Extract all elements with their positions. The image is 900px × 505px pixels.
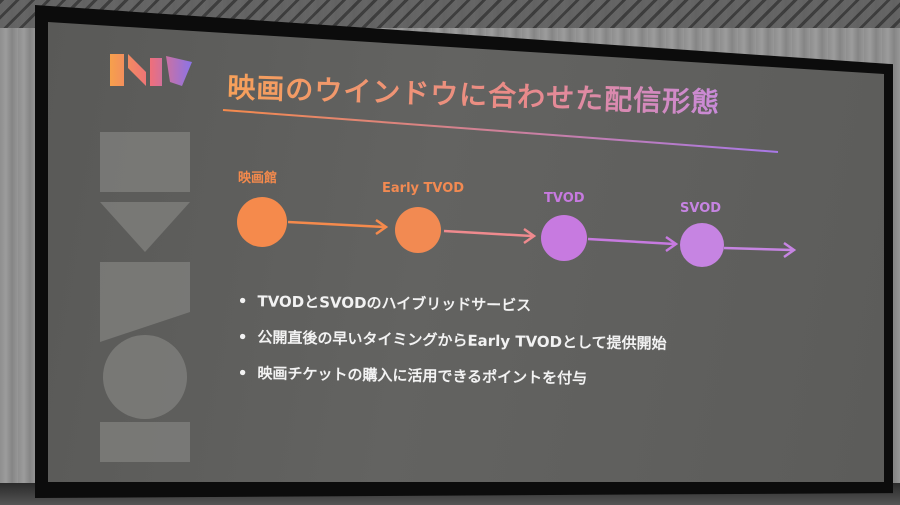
stage-node-tvod bbox=[541, 215, 587, 261]
decorative-shapes bbox=[100, 132, 190, 462]
arrow-3 bbox=[587, 237, 675, 246]
brand-logo bbox=[110, 54, 192, 86]
stage-label-tvod: TVOD bbox=[544, 191, 585, 206]
arrow-3-head bbox=[665, 235, 679, 253]
projection-screen: 映画のウインドウに合わせた配信形態 bbox=[48, 22, 884, 482]
stage-label-theater: 映画館 bbox=[238, 170, 277, 186]
bullet-text: TVODとSVODのハイブリッドサービス bbox=[257, 292, 532, 315]
arrow-1 bbox=[287, 220, 385, 229]
bullet-marker: • bbox=[237, 363, 248, 383]
stage-node-svod bbox=[680, 223, 724, 267]
arrow-1-head bbox=[375, 218, 389, 236]
stage-node-early-tvod bbox=[395, 207, 441, 253]
arrow-4 bbox=[723, 246, 793, 252]
bullet-marker: • bbox=[237, 327, 248, 347]
arrow-2 bbox=[443, 229, 533, 238]
flow-arrows bbox=[287, 218, 797, 259]
arrow-4-head bbox=[783, 241, 797, 259]
stage-node-theater bbox=[237, 197, 287, 247]
window-flow-diagram: 映画館 Early TVOD TVOD SVOD bbox=[222, 109, 797, 267]
stage-label-svod: SVOD bbox=[680, 201, 721, 216]
bullet-text: 映画チケットの購入に活用できるポイントを付与 bbox=[257, 364, 588, 388]
title-underline bbox=[222, 109, 779, 153]
bullet-marker: • bbox=[237, 291, 248, 311]
stage-label-early-tvod: Early TVOD bbox=[382, 181, 464, 196]
arrow-2-head bbox=[523, 227, 537, 245]
